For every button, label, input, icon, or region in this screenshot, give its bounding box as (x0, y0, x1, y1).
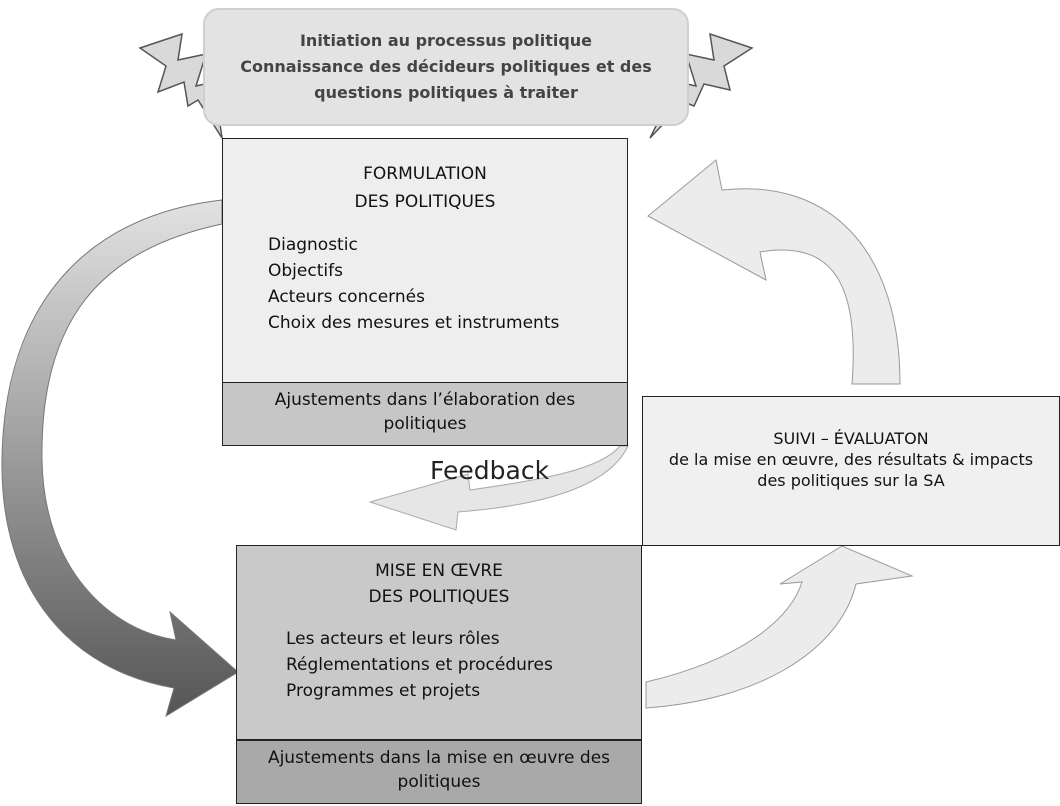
implementation-adjustment-line: Ajustements dans la mise en œuvre des (267, 748, 611, 768)
formulation-item: Diagnostic (268, 235, 358, 255)
implementation-box (236, 545, 642, 740)
monitoring-line: SUIVI – ÉVALUATON (773, 429, 929, 448)
formulation-adjustment-text: Ajustements dans l’élaboration des polit… (222, 388, 628, 436)
implementation-list: Les acteurs et leurs rôles Réglementatio… (286, 626, 553, 704)
banner-line: questions politiques à traiter (314, 83, 578, 102)
formulation-item: Acteurs concernés (268, 287, 425, 307)
arrow-monitoring-to-formulation (647, 159, 901, 385)
initiation-banner (203, 8, 689, 126)
formulation-item: Choix des mesures et instruments (268, 313, 560, 333)
implementation-item: Les acteurs et leurs rôles (286, 629, 500, 649)
implementation-title: MISE EN ŒVRE DES POLITIQUES (236, 558, 642, 610)
initiation-text: Initiation au processus politique Connai… (203, 28, 689, 106)
implementation-adjustment-box (236, 740, 642, 804)
lightning-right-icon (649, 32, 754, 139)
formulation-adjustment-line: politiques (383, 414, 467, 434)
formulation-title-line: DES POLITIQUES (354, 192, 496, 212)
formulation-title-line: FORMULATION (363, 164, 487, 184)
monitoring-text: SUIVI – ÉVALUATON de la mise en œuvre, d… (642, 428, 1060, 491)
formulation-adjustment-box (222, 382, 628, 446)
formulation-title: FORMULATION DES POLITIQUES (222, 160, 628, 216)
implementation-title-line: DES POLITIQUES (368, 587, 510, 607)
formulation-item: Objectifs (268, 261, 343, 281)
implementation-title-line: MISE EN ŒVRE (375, 561, 503, 581)
banner-line: Connaissance des décideurs politiques et… (240, 57, 652, 76)
arrow-formulation-to-implementation (1, 199, 239, 718)
implementation-item: Programmes et projets (286, 681, 481, 701)
feedback-arrow (368, 445, 629, 531)
formulation-adjustment-line: Ajustements dans l’élaboration des (274, 390, 576, 410)
arrow-implementation-to-monitoring (645, 545, 914, 709)
implementation-adjustment-text: Ajustements dans la mise en œuvre des po… (236, 746, 642, 794)
formulation-list: Diagnostic Objectifs Acteurs concernés C… (268, 232, 559, 336)
monitoring-line: des politiques sur la SA (757, 471, 945, 490)
banner-line: Initiation au processus politique (299, 31, 593, 50)
monitoring-box (642, 396, 1060, 546)
implementation-item: Réglementations et procédures (286, 655, 553, 675)
implementation-adjustment-line: politiques (397, 772, 481, 792)
monitoring-line: de la mise en œuvre, des résultats & imp… (668, 450, 1034, 469)
feedback-label: Feedback (430, 456, 550, 485)
